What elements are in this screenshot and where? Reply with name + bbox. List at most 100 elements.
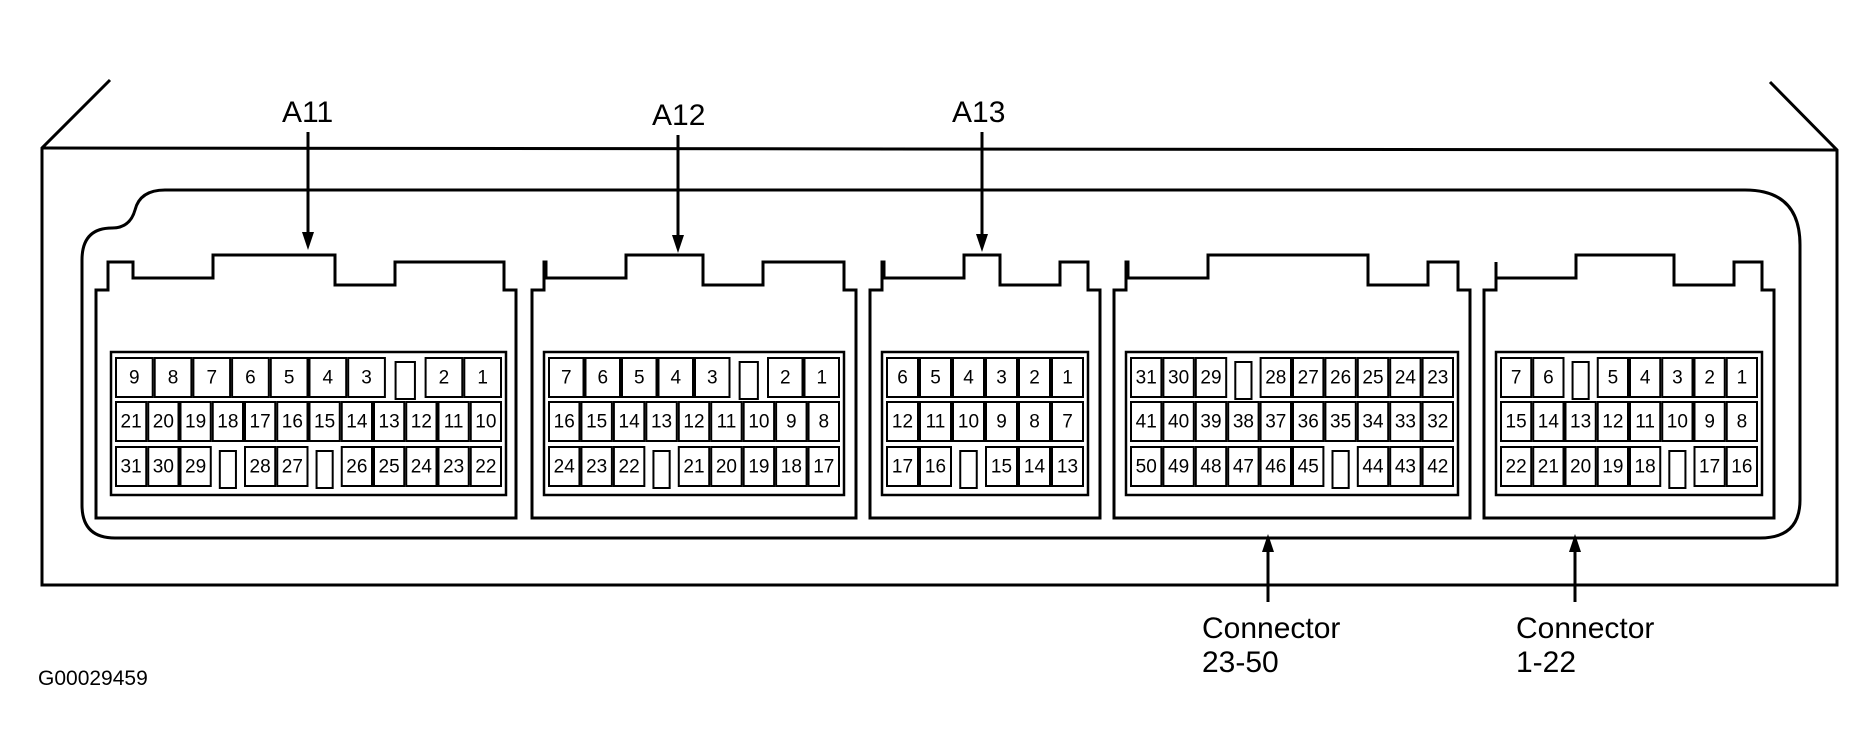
pin-cell bbox=[1259, 401, 1292, 442]
pin-cell bbox=[1693, 446, 1726, 487]
pin-cell bbox=[548, 401, 581, 442]
pin-cell bbox=[1018, 401, 1051, 442]
pin-cell bbox=[1725, 357, 1758, 398]
pin-label: 7 bbox=[206, 368, 217, 389]
pin-cell bbox=[469, 446, 502, 487]
pin-label: 11 bbox=[1635, 412, 1655, 433]
pin-label: 2 bbox=[1029, 368, 1040, 389]
pin-cell bbox=[115, 446, 148, 487]
pin-cell bbox=[1596, 357, 1629, 398]
pin-cell bbox=[952, 401, 985, 442]
pin-label: 7 bbox=[1511, 368, 1522, 389]
pin-cell bbox=[115, 357, 154, 398]
pin-cell bbox=[373, 446, 406, 487]
pin-cell bbox=[767, 357, 804, 398]
pin-label: 23 bbox=[443, 457, 464, 478]
pin-cell bbox=[340, 401, 373, 442]
pin-gap bbox=[315, 450, 334, 489]
pin-gap bbox=[1668, 450, 1687, 489]
pin-cell bbox=[1693, 357, 1726, 398]
pin-label: 30 bbox=[153, 457, 174, 478]
pin-label: 19 bbox=[748, 457, 769, 478]
pin-cell bbox=[1421, 357, 1454, 398]
ecu-housing bbox=[40, 78, 1839, 587]
pin-label: 4 bbox=[1640, 368, 1651, 389]
pin-label: 5 bbox=[284, 368, 295, 389]
pin-label: 37 bbox=[1265, 412, 1286, 433]
pin-label: 8 bbox=[168, 368, 179, 389]
pin-label: 46 bbox=[1265, 457, 1286, 478]
figure-code: G00029459 bbox=[38, 667, 148, 690]
pin-cell bbox=[742, 401, 776, 442]
pin-label: 9 bbox=[996, 412, 1007, 433]
pin-label: 17 bbox=[250, 412, 271, 433]
pin-label: 1 bbox=[477, 368, 488, 389]
pin-label: 3 bbox=[1672, 368, 1683, 389]
pin-cell bbox=[405, 401, 438, 442]
connector-conn-1-22-pin-frame bbox=[1494, 350, 1764, 497]
pin-cell bbox=[276, 446, 309, 487]
pin-label: 21 bbox=[121, 412, 142, 433]
pin-cell bbox=[1051, 401, 1084, 442]
pin-label: 14 bbox=[1024, 457, 1046, 478]
pin-cell bbox=[1629, 446, 1662, 487]
pin-label: 4 bbox=[323, 368, 334, 389]
connector-a13-body bbox=[868, 253, 1102, 520]
pin-label: 12 bbox=[892, 412, 913, 433]
pin-label: 3 bbox=[996, 368, 1007, 389]
pin-label: 8 bbox=[1029, 412, 1040, 433]
pin-cell bbox=[1725, 401, 1758, 442]
pin-label: 15 bbox=[314, 412, 335, 433]
pin-cell bbox=[803, 357, 840, 398]
pin-cell bbox=[211, 401, 244, 442]
pin-label: 28 bbox=[250, 457, 271, 478]
label-conn-23-50-line2: 23-50 bbox=[1202, 646, 1279, 679]
pin-cell bbox=[612, 446, 646, 487]
pin-cell bbox=[886, 401, 919, 442]
pin-label: 32 bbox=[1427, 412, 1448, 433]
pin-cell bbox=[1564, 401, 1597, 442]
pin-cell bbox=[677, 401, 711, 442]
pin-label: 17 bbox=[892, 457, 913, 478]
pin-label: 8 bbox=[1737, 412, 1748, 433]
pin-label: 31 bbox=[121, 457, 142, 478]
pin-label: 6 bbox=[245, 368, 256, 389]
pin-cell bbox=[1356, 446, 1390, 487]
pin-cell bbox=[340, 446, 373, 487]
pin-cell bbox=[985, 401, 1018, 442]
connector-a12-body bbox=[530, 253, 858, 520]
pin-cell bbox=[1162, 401, 1195, 442]
pin-cell bbox=[775, 446, 808, 487]
pin-label: 31 bbox=[1136, 368, 1157, 389]
pin-label: 16 bbox=[1731, 457, 1752, 478]
pin-label: 12 bbox=[1602, 412, 1623, 433]
pin-label: 6 bbox=[1543, 368, 1554, 389]
pin-label: 8 bbox=[818, 412, 829, 433]
pin-label: 7 bbox=[561, 368, 572, 389]
pin-cell bbox=[1389, 446, 1422, 487]
pin-label: 20 bbox=[716, 457, 737, 478]
pin-label: 2 bbox=[780, 368, 791, 389]
pin-gap bbox=[218, 450, 237, 489]
pin-gap bbox=[1571, 361, 1590, 400]
pin-cell bbox=[612, 401, 646, 442]
arrow-conn-1-22-head bbox=[1569, 534, 1581, 552]
pin-cell bbox=[1389, 357, 1422, 398]
pin-label: 18 bbox=[781, 457, 802, 478]
pin-label: 16 bbox=[925, 457, 946, 478]
pin-label: 28 bbox=[1265, 368, 1286, 389]
pin-label: 13 bbox=[1057, 457, 1078, 478]
pin-cell bbox=[1162, 357, 1195, 398]
pin-cell bbox=[1629, 401, 1662, 442]
pin-cell bbox=[621, 357, 658, 398]
pin-label: 29 bbox=[185, 457, 206, 478]
pin-label: 1 bbox=[1062, 368, 1073, 389]
pin-cell bbox=[1130, 357, 1163, 398]
pin-cell bbox=[919, 357, 952, 398]
pin-cell bbox=[1596, 446, 1629, 487]
pin-cell bbox=[1259, 357, 1292, 398]
pin-label: 19 bbox=[1602, 457, 1623, 478]
pin-label: 20 bbox=[1570, 457, 1591, 478]
